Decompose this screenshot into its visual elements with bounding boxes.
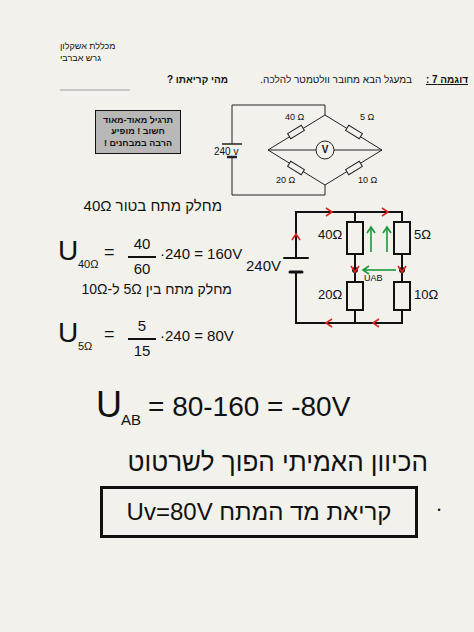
label-text: 40 Ω: [285, 113, 304, 123]
label-text: דוגמה 7 :: [426, 74, 468, 85]
label-text: ·240 = 160V: [160, 246, 242, 263]
paper-line: [60, 90, 130, 91]
label-text: U: [58, 318, 78, 349]
handwritten-circuit: [284, 212, 410, 323]
box-text: קריאת מד המתח Uv=80V: [111, 497, 407, 527]
answer-box: קריאת מד המתח Uv=80V: [100, 486, 418, 538]
label-text: 240 v: [214, 146, 238, 157]
label-text: =: [104, 325, 115, 345]
label-text: מחלק מתח בטור 40Ω: [84, 198, 222, 215]
label-text: 40: [134, 236, 151, 253]
label-text: AB: [121, 412, 141, 429]
label-text: 5: [138, 318, 146, 335]
label-text: V: [322, 144, 329, 155]
note-box: תרגיל מאוד-מאוד חשוב ! מופיע הרבה במבחני…: [95, 110, 181, 154]
current-arrows: [292, 208, 406, 327]
label-text: 240V: [246, 258, 281, 275]
label-text: 40Ω: [318, 228, 342, 242]
label-text: UAB: [364, 274, 383, 284]
label-text: 5Ω: [414, 228, 431, 242]
printed-bridge-circuit: [222, 105, 382, 195]
label-text: =: [104, 243, 115, 263]
label-text: 20 Ω: [276, 176, 295, 186]
label-text: 10Ω: [414, 288, 438, 302]
voltage-arrows: [363, 227, 396, 274]
label-text: גרש אברבי: [60, 54, 101, 64]
label-text: 15: [134, 343, 151, 360]
label-text: מחלק מתח בין 5Ω ל-10Ω: [82, 282, 232, 297]
label-text: מהי קריאתו ?: [167, 74, 228, 85]
label-text: במעגל הבא מחובר וולטמטר להלכה.: [260, 74, 412, 85]
label-text: הכיוון האמיתי הפוך לשרטוט: [128, 448, 429, 477]
fraction-bars: [128, 257, 156, 339]
label-text: 5 Ω: [360, 113, 374, 123]
label-text: 10 Ω: [358, 176, 377, 186]
label-text: מכללת אשקלון: [60, 42, 116, 52]
label-text: ·240 = 80V: [160, 328, 234, 345]
label-text: U: [96, 385, 122, 425]
label-text: 20Ω: [318, 288, 342, 302]
label-text: 5Ω: [78, 340, 92, 352]
label-text: 60: [134, 261, 151, 278]
label-text: = 80-160 = -80V: [148, 392, 350, 423]
label-text: .: [436, 492, 442, 516]
box-text: תרגיל מאוד-מאוד חשוב ! מופיע הרבה במבחני…: [100, 115, 176, 149]
label-text: U: [58, 236, 78, 267]
label-text: 40Ω: [78, 258, 98, 270]
